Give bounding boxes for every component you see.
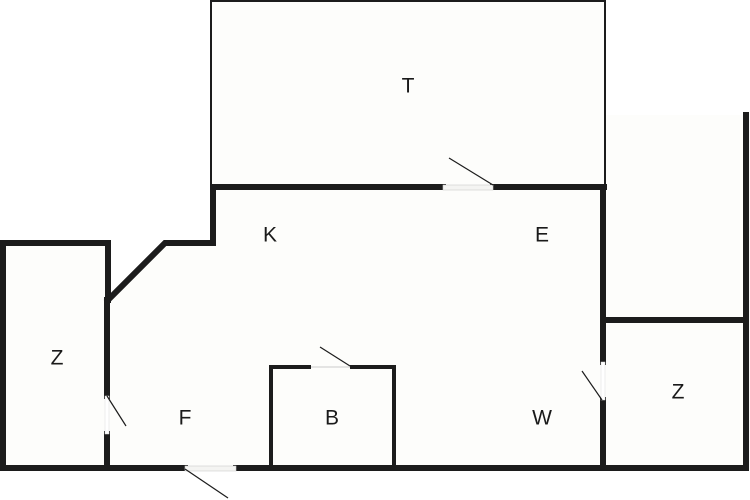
door-bedroom-right[interactable] [581, 361, 606, 401]
room-bedroom-left-fill [5, 245, 106, 466]
terrace-outline [210, 0, 606, 188]
room-label-living: W [532, 406, 552, 430]
room-label-terrace: T [401, 74, 415, 98]
door-bedroom-left[interactable] [104, 395, 127, 435]
room-label-kitchen: K [262, 223, 278, 247]
room-label-bathroom: B [324, 406, 340, 430]
wall [0, 240, 111, 471]
room-fills [5, 1, 744, 466]
doors [104, 157, 606, 499]
walls [0, 112, 749, 471]
room-label-bedroom-left: Z [50, 346, 64, 370]
door-entrance[interactable] [184, 465, 237, 499]
wall [103, 184, 216, 305]
room-right-upper-fill [606, 115, 744, 319]
door-bathroom[interactable] [311, 346, 351, 368]
door-terrace[interactable] [442, 157, 494, 191]
room-label-hallway: F [178, 406, 192, 430]
room-bedroom-right-fill [604, 322, 744, 466]
room-main-fill [108, 189, 603, 466]
room-label-bedroom-right: Z [671, 380, 685, 404]
room-label-dining: E [534, 223, 550, 247]
bathroom-walls [269, 365, 396, 466]
room-terrace-fill [211, 1, 605, 187]
